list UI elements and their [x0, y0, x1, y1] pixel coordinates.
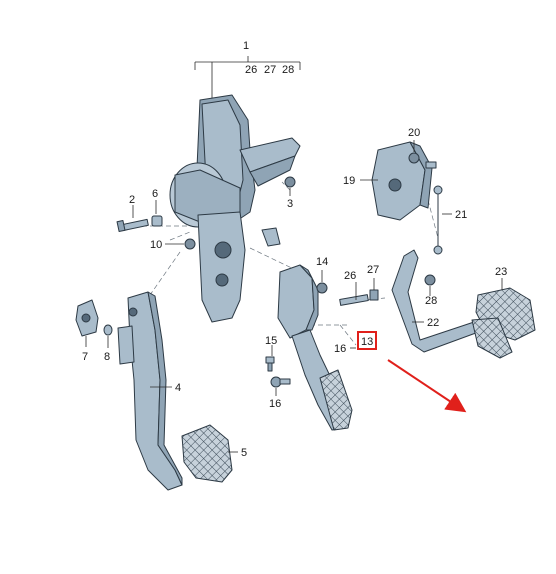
nut-part-20	[408, 152, 420, 164]
label-7: 7	[82, 351, 88, 363]
label-23: 23	[495, 266, 507, 278]
label-28-right: 28	[425, 295, 437, 307]
label-21: 21	[455, 209, 467, 221]
accelerator-module-part-13	[277, 264, 353, 431]
label-20: 20	[408, 127, 420, 139]
label-19: 19	[343, 175, 355, 187]
label-28-top: 28	[282, 64, 294, 76]
label-1-bracket	[194, 56, 301, 98]
brake-pad-part-23	[471, 287, 536, 359]
bracket-part-19	[371, 141, 437, 221]
ring-part-8	[103, 324, 113, 336]
label-14: 14	[316, 256, 328, 268]
label-10: 10	[150, 239, 162, 251]
highlight-box-13	[357, 331, 377, 350]
bolt-part-26	[339, 294, 369, 306]
bushing-part-6	[151, 215, 163, 227]
label-1: 1	[243, 40, 249, 52]
label-6: 6	[152, 188, 158, 200]
brake-arm-part-22	[391, 249, 485, 353]
label-16-right: 16	[334, 343, 346, 355]
label-3: 3	[287, 198, 293, 210]
label-26-right: 26	[344, 270, 356, 282]
label-8: 8	[104, 351, 110, 363]
pedal-bracket-part	[169, 94, 301, 323]
nut-part-28	[424, 274, 436, 286]
label-15: 15	[265, 335, 277, 347]
bushing-part-7	[75, 299, 99, 337]
pushrod-part-21	[433, 185, 443, 255]
label-27-right: 27	[367, 264, 379, 276]
label-5: 5	[241, 447, 247, 459]
pedal-pad-part-5	[181, 424, 233, 483]
bolt-part-2	[116, 218, 149, 233]
pedal-lever-part-4	[117, 291, 183, 491]
label-4: 4	[175, 382, 181, 394]
label-16-bottom: 16	[269, 398, 281, 410]
label-2: 2	[129, 194, 135, 206]
leader-lines	[85, 140, 503, 453]
red-arrow	[387, 359, 467, 413]
clip-part-27	[369, 289, 379, 301]
label-13: 13	[361, 336, 373, 348]
label-26-top: 26	[245, 64, 257, 76]
bolt-part-15	[265, 356, 275, 372]
stud-part-16	[270, 376, 291, 388]
label-27-top: 27	[264, 64, 276, 76]
label-22: 22	[427, 317, 439, 329]
